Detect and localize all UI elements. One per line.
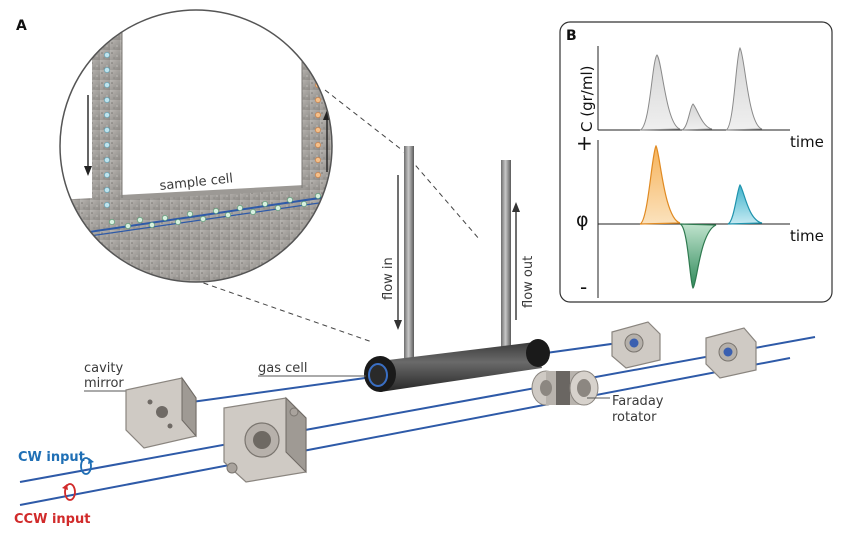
bottom-minus-label: - — [580, 275, 587, 299]
green-trough — [679, 223, 717, 289]
top-peak-1 — [639, 54, 681, 131]
faraday-label-1: Faraday — [612, 394, 664, 409]
cw-rotation-icon — [80, 457, 94, 475]
particles-left — [104, 37, 110, 208]
bottom-plus-label: + — [576, 131, 593, 155]
faraday-rotator — [531, 370, 599, 406]
mirror-mount-right-1 — [611, 321, 661, 369]
top-peak-2 — [681, 103, 713, 131]
mirror-mount-right-2 — [705, 327, 757, 379]
magnifier-outline — [59, 9, 333, 283]
flow-out-label: flow out — [521, 256, 536, 308]
magnified-sample-cell — [60, 10, 332, 282]
top-peak-3 — [725, 47, 763, 131]
top-plot-xlabel: time — [790, 133, 824, 151]
ccw-rotation-icon — [62, 483, 76, 501]
cavity-mirror-label-1: cavity — [84, 361, 124, 376]
particles-channel — [109, 193, 321, 229]
top-plot-ylabel: C (gr/ml) — [578, 66, 596, 132]
bottom-plot-xlabel: time — [790, 227, 824, 245]
cyan-peak — [727, 183, 763, 225]
flow-in-label: flow in — [381, 257, 396, 300]
bottom-phi-label: φ — [576, 209, 589, 231]
zoom-line-top-2 — [403, 151, 481, 241]
cavity-mirror-mount-front — [223, 396, 307, 483]
ccw-input-label: CCW input — [14, 512, 90, 527]
zoom-line-bottom — [194, 279, 373, 343]
gas-cell — [364, 146, 550, 392]
panel-a-letter: A — [16, 18, 27, 34]
orange-peak — [639, 144, 681, 225]
gas-cell-label: gas cell — [258, 361, 308, 376]
panel-b: B C (gr/ml) time + φ - time — [559, 21, 833, 303]
cavity-mirror-label-2: mirror — [84, 376, 124, 391]
panel-b-frame — [559, 21, 833, 303]
faraday-label-2: rotator — [612, 410, 657, 425]
cw-input-label: CW input — [18, 450, 85, 465]
panel-b-letter: B — [566, 28, 577, 44]
zoom-line-top — [324, 89, 403, 151]
cavity-mirror-mount-left — [125, 376, 197, 449]
